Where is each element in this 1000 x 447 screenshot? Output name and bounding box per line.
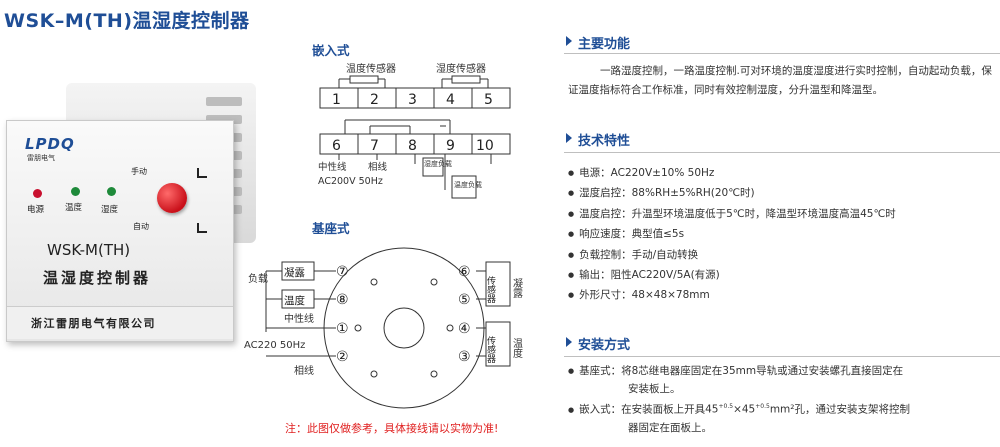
base-phase-label: 相线 [294,364,314,377]
terminal-8: 8 [408,138,417,154]
terminal-10: 10 [476,138,494,154]
terminal-6: 6 [332,138,341,154]
right-condense-label: 凝露 [511,278,523,299]
pin-4: ④ [458,321,471,337]
temp-led-label: 温度 [65,203,83,213]
terminal-1: 1 [332,92,341,108]
install-tolerance-1: +0.5 [718,403,734,410]
temp-led [71,187,80,196]
specs-title: 技术特性 [578,134,631,149]
spec-item: 负载控制：手动/自动转换 [568,245,998,265]
base-wiring-diagram: 负载 凝露 温度 中性线 AC220 50Hz 相线 ⑦ ⑧ ① ② ⑥ ⑤ ④… [244,247,523,409]
manual-label: 手动 [131,167,147,176]
auto-label: 自动 [133,222,149,231]
humid-load-label: 湿度负载 [424,159,452,168]
humid-led [107,187,116,196]
sensor-box-temp: 传感器 [485,335,496,363]
terminal-2: 2 [370,92,379,108]
install-base-text: 基座式：将8芯继电器座固定在35mm导轨或通过安装螺孔直接固定在 [579,365,904,377]
spec-item: 响应速度：典型值≤5s [568,224,998,244]
pin-8: ⑧ [336,292,349,308]
manual-symbol-icon [197,168,207,178]
spec-item: 电源：AC220V±10% 50Hz [568,163,998,183]
install-base-text-2: 安装板上。 [628,383,681,395]
install-embed-text: 嵌入式：在安装面板上开具45 [579,403,719,416]
spec-item: 输出：阻性AC220V/5A(有源) [568,265,998,285]
company-strip: 浙江雷朋电气有限公司 [7,306,233,339]
phase-label: 相线 [368,161,388,173]
terminal-7: 7 [370,138,379,154]
brand-logo-sub: 雷朋电气 [27,154,55,162]
install-title: 安装方式 [578,338,631,353]
condense-load-box: 凝露 [284,267,305,279]
features-arrow-icon [566,36,572,46]
auto-symbol-icon [197,223,207,233]
temp-sensor-label: 温度传感器 [346,62,396,75]
power-led [33,189,42,198]
base-power-label: AC220 50Hz [244,340,305,351]
install-base-item: 基座式：将8芯继电器座固定在35mm导轨或通过安装螺孔直接固定在 [568,362,1000,380]
humid-sensor-label: 湿度传感器 [436,62,486,75]
product-photo: LPDQ 雷朋电气 电源 温度 湿度 手动 自动 WSK-M(TH) 温湿度控制… [6,75,282,415]
install-embed-post: mm²孔，通过安装支架将控制 [769,403,910,416]
device-front-panel: LPDQ 雷朋电气 电源 温度 湿度 手动 自动 WSK-M(TH) 温湿度控制… [6,120,234,342]
power-led-label: 电源 [27,205,45,215]
humid-led-label: 湿度 [101,205,119,215]
terminal-9: 9 [446,138,455,154]
spec-item: 湿度启控：88%RH±5%RH(20℃时) [568,183,998,203]
pin-6: ⑥ [458,264,471,280]
install-embed-mid: ×45 [733,403,756,416]
specs-list: 电源：AC220V±10% 50Hz 湿度启控：88%RH±5%RH(20℃时)… [568,163,998,306]
company-name: 浙江雷朋电气有限公司 [31,317,156,330]
wiring-note: 注：此图仅做参考，具体接线请以实物为准! [285,422,499,435]
specs-divider [564,152,1000,153]
terminal-3: 3 [408,92,417,108]
pin-5: ⑤ [458,292,471,308]
pin-3: ③ [458,349,471,365]
power-label: AC200V 50Hz [318,176,383,187]
temp-load-label: 温度负载 [454,180,482,189]
page-title: WSK–M(TH)温湿度控制器 [4,10,250,32]
pin-2: ② [336,349,349,365]
install-list: 基座式：将8芯继电器座固定在35mm导轨或通过安装螺孔直接固定在 安装板上。 嵌… [568,362,1000,437]
embedded-title: 嵌入式 [312,43,350,58]
specs-arrow-icon [566,133,572,143]
device-model: WSK-M(TH) [47,241,131,259]
terminal-4: 4 [446,92,455,108]
install-divider [564,356,1000,357]
install-arrow-icon [566,337,572,347]
load-label: 负载 [248,272,268,285]
right-temp-label: 温度 [511,338,523,359]
install-embed-item: 嵌入式：在安装面板上开具45+0.5×45+0.5mm²孔，通过安装支架将控制 [568,398,1000,419]
mode-switch-knob [157,183,187,213]
features-title: 主要功能 [578,37,631,52]
spec-item: 温度启控：升温型环境温度低于5℃时，降温型环境温度高温45℃时 [568,204,998,224]
device-name: 温湿度控制器 [43,269,152,287]
brand-logo: LPDQ [25,135,75,153]
base-title: 基座式 [312,221,350,236]
spec-item: 外形尺寸：48×48×78mm [568,285,998,305]
install-tolerance-2: +0.5 [755,403,770,410]
pin-7: ⑦ [336,264,349,280]
features-text: 一路湿度控制，一路温度控制.可对环境的温度湿度进行实时控制，自动起动负载，保证温… [568,65,992,96]
temp-load-box: 温度 [284,294,305,307]
install-embed-text-2: 器固定在面板上。 [628,421,712,434]
terminal-5: 5 [484,92,493,108]
sensor-box-condense: 传感器 [485,275,496,303]
install-embed-cont: 器固定在面板上。 [568,419,1000,437]
base-neutral-label: 中性线 [284,312,314,325]
neutral-label: 中性线 [318,161,347,173]
pin-1: ① [336,321,349,337]
features-divider [564,53,1000,54]
install-base-cont: 安装板上。 [568,380,1000,398]
embedded-wiring-diagram: 温度传感器 湿度传感器 1 2 3 4 5 6 7 8 9 10 中性线 相线 … [318,62,511,199]
